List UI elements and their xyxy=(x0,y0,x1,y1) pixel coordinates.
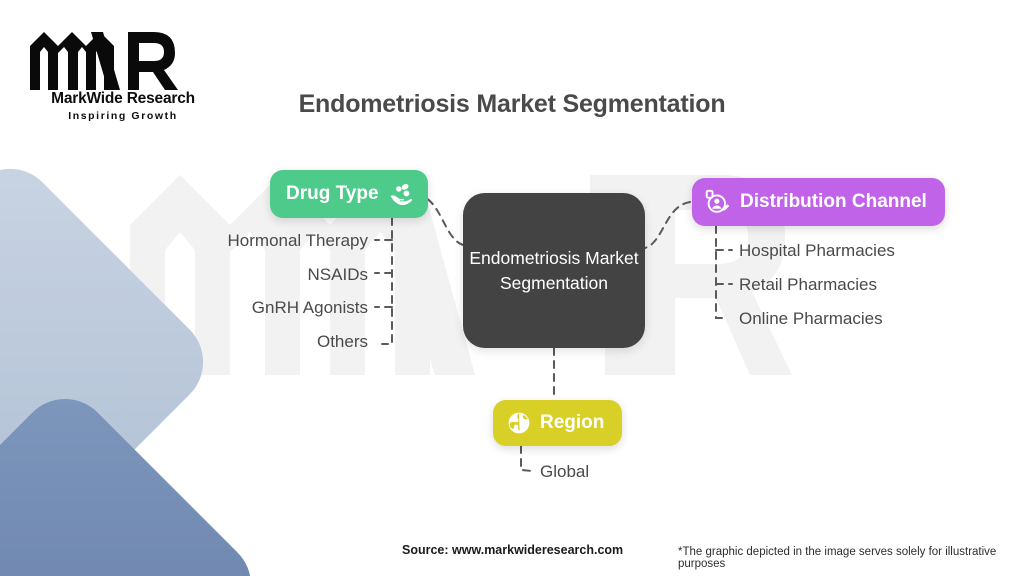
leaf-online-pharmacies: Online Pharmacies xyxy=(739,309,883,328)
branch-label-distribution-channel: Distribution Channel xyxy=(740,191,927,212)
leaf-hormonal-therapy: Hormonal Therapy xyxy=(227,231,368,250)
globe-icon xyxy=(506,410,532,436)
hand-holding-pills-icon xyxy=(388,181,415,208)
leaf-global: Global xyxy=(540,462,590,481)
branch-badge-region[interactable]: Region xyxy=(493,400,623,446)
source-text: Source: www.markwideresearch.com xyxy=(402,543,624,557)
branch-badge-distribution-channel[interactable]: Distribution Channel xyxy=(692,178,945,226)
leaf-others: Others xyxy=(316,332,368,351)
center-node-label: Endometriosis Market Segmentation xyxy=(469,247,639,293)
user-account-edit-icon xyxy=(704,189,731,216)
center-node: Endometriosis Market Segmentation xyxy=(463,193,645,348)
leaf-retail-pharmacies: Retail Pharmacies xyxy=(739,275,877,294)
logo-company-name: MarkWide Research xyxy=(51,90,195,107)
page-title: Endometriosis Market Segmentation xyxy=(298,90,726,118)
branch-label-region: Region xyxy=(540,412,605,433)
logo-tagline: Inspiring Growth xyxy=(68,110,178,122)
brand-logo: MarkWide Research Inspiring Growth xyxy=(28,30,218,122)
leaf-nsaids: NSAIDs xyxy=(307,265,368,284)
branch-badge-drug-type[interactable]: Drug Type xyxy=(270,170,428,218)
logo-mark-icon xyxy=(30,32,178,90)
branch-label-drug-type: Drug Type xyxy=(286,183,379,204)
leaf-hospital-pharmacies: Hospital Pharmacies xyxy=(739,241,895,260)
disclaimer-text: *The graphic depicted in the image serve… xyxy=(678,546,997,570)
leaf-gnrh-agonists: GnRH Agonists xyxy=(251,298,368,317)
